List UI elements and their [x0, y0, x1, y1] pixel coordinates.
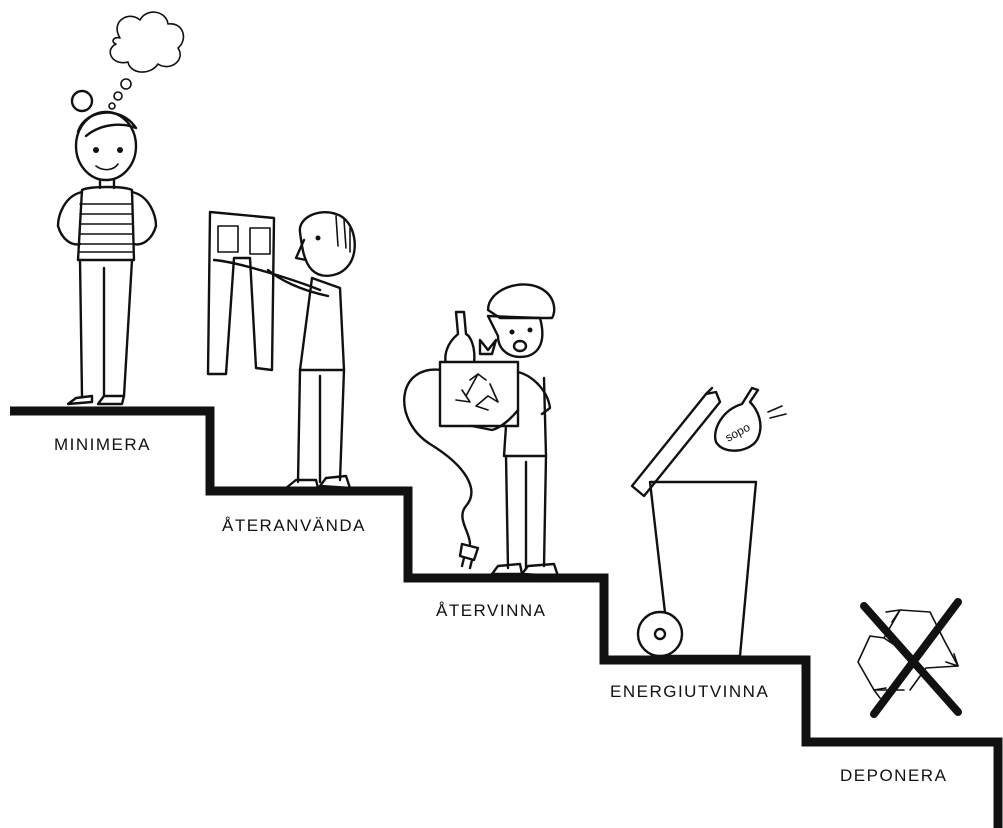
crossed-out-recycle-icon: [857, 598, 962, 718]
recycling-box: [438, 360, 520, 428]
bin-lid: [630, 390, 722, 498]
staircase: [10, 406, 1003, 828]
trash-bin: [630, 386, 758, 658]
man-with-recycling-box-figure: [403, 283, 560, 578]
step-label-minimera: MINIMERA: [54, 435, 151, 454]
step-label-deponera: DEPONERA: [840, 766, 948, 785]
bin-wheel: [636, 610, 684, 658]
step-label-ateranvanda: ÅTERANVÄNDA: [222, 516, 367, 535]
thought-cloud: [109, 11, 185, 73]
man-with-jeans-figure: [206, 210, 356, 490]
step-label-atervinna: ÅTERVINNA: [436, 601, 547, 620]
woman-thinking-figure: [56, 11, 185, 406]
garbage-bag-icon: sopo: [713, 386, 787, 452]
recycle-symbol-icon: [455, 373, 499, 411]
cable: [403, 368, 473, 546]
step-label-energiutvinna: ENERGIUTVINNA: [610, 682, 770, 701]
